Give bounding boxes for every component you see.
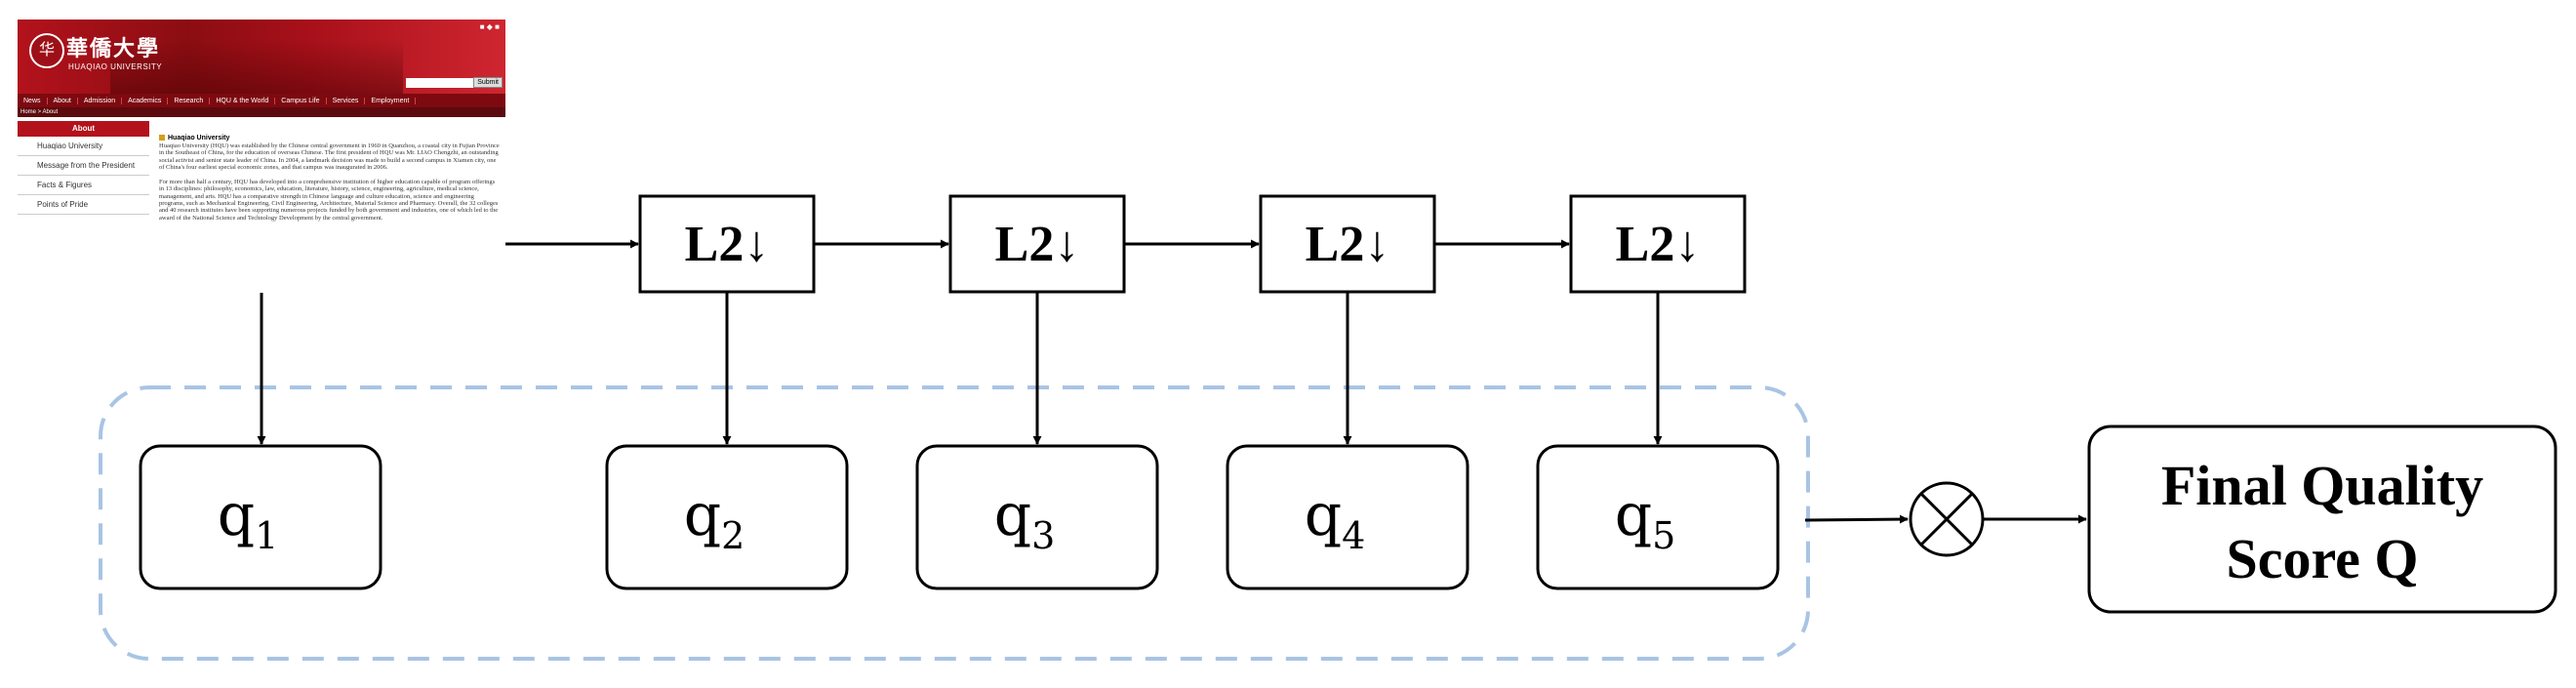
nav-item[interactable]: News [18,97,48,104]
site-sidebar: About Huaqiao University Message from th… [18,121,149,215]
sidebar-header: About [18,121,149,137]
downsample-block: L2↓ [948,194,1126,294]
final-quality-score-box: Final Quality Score Q [2087,425,2557,614]
score-label: q3 [994,481,1056,557]
nav-item[interactable]: Research [168,97,211,104]
nav-item[interactable]: Services [327,97,366,104]
university-logo-english: HUAQIAO UNIVERSITY [68,62,163,71]
search-submit-button[interactable]: Submit [473,77,503,88]
sidebar-item[interactable]: Huaqiao University [18,137,149,156]
input-webpage-screenshot: 华 華僑大學 HUAQIAO UNIVERSITY ■ ◆ ■ Submit N… [18,20,505,291]
downsample-label: L2↓ [995,217,1080,272]
score-box: q4 [1226,444,1469,590]
final-box-line1: Final Quality [2161,454,2483,517]
nav-item[interactable]: About [48,97,78,104]
sidebar-item[interactable]: Points of Pride [18,195,149,215]
sidebar-item[interactable]: Facts & Figures [18,176,149,195]
nav-item[interactable]: Employment [365,97,417,104]
downsample-label: L2↓ [685,217,770,272]
final-box-line2: Score Q [2226,527,2418,590]
article-paragraph: Huaqiao University (HQU) was established… [159,142,500,171]
site-banner: 华 華僑大學 HUAQIAO UNIVERSITY ■ ◆ ■ Submit [18,20,505,94]
site-main-content: Huaqiao University Huaqiao University (H… [159,135,501,229]
downsample-label: L2↓ [1306,217,1390,272]
site-search-input[interactable] [406,78,474,88]
score-label: q2 [684,481,745,557]
banner-building-image [110,39,403,94]
downsample-block: L2↓ [1259,194,1436,294]
university-logo-chinese: 華僑大學 [66,36,161,61]
nav-item[interactable]: Academics [122,97,169,104]
score-box: q2 [605,444,849,590]
score-group-dashed-frame [99,385,1810,661]
nav-item[interactable]: Admission [78,97,123,104]
score-box: q1 [139,444,382,590]
score-label: q4 [1305,481,1366,557]
score-label: q5 [1615,481,1676,557]
article-heading: Huaqiao University [159,135,501,142]
sidebar-item[interactable]: Message from the President [18,156,149,176]
nav-item[interactable]: Campus Life [275,97,327,104]
downsample-block: L2↓ [638,194,816,294]
university-seal-icon: 华 [29,33,64,68]
downsample-block: L2↓ [1569,194,1747,294]
nav-item[interactable]: HQU & the World [210,97,276,104]
score-box: q3 [915,444,1159,590]
top-right-icons[interactable]: ■ ◆ ■ [479,22,500,31]
multiply-fusion-icon [1909,481,1985,557]
site-nav-bar: News About Admission Academics Research … [18,94,505,107]
downsample-label: L2↓ [1616,217,1701,272]
score-label: q1 [218,481,279,557]
to-fusion-arrow [1804,514,1909,524]
score-box: q5 [1536,444,1780,590]
article-paragraph: For more than half a century, HQU has de… [159,179,499,222]
breadcrumb[interactable]: Home > About [18,107,505,117]
